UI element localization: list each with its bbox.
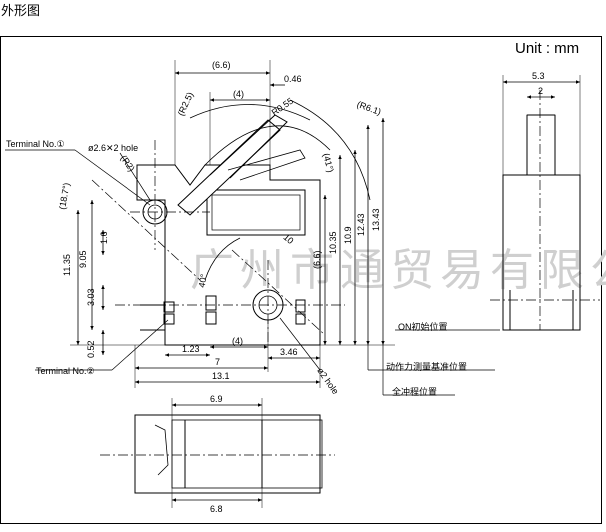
leader-lines bbox=[5, 149, 500, 396]
watermark: 广州市通贸易有限公司 bbox=[190, 245, 606, 296]
dim-1-6: 1.6 bbox=[99, 231, 109, 244]
dim-0-52: 0.52 bbox=[86, 340, 96, 358]
radius-arcs bbox=[189, 99, 371, 201]
dim-0-46: 0.46 bbox=[284, 74, 302, 84]
dim-11-35: 11.35 bbox=[62, 254, 72, 276]
hole-2-6x2-label: ø2.6✕2 hole bbox=[88, 143, 138, 153]
dim-10: 10 bbox=[281, 232, 295, 246]
dim-13-43: 13.43 bbox=[371, 208, 381, 231]
center-lines bbox=[91, 90, 600, 456]
dim-9-05: 9.05 bbox=[78, 250, 88, 268]
terminal-2-label: Terminal No.② bbox=[36, 366, 95, 376]
dim-13-1: 13.1 bbox=[212, 371, 230, 381]
dim-7: 7 bbox=[215, 357, 220, 367]
operating-force-label: 动作力测量基准位置 bbox=[386, 361, 467, 372]
dim-angle-41: (41°) bbox=[321, 152, 336, 174]
terminal-1-label: Terminal No.① bbox=[6, 139, 65, 149]
on-position-label: ON初始位置 bbox=[398, 321, 448, 332]
dim-angle-40: 40° bbox=[197, 273, 209, 289]
dim-3-03: 3.03 bbox=[86, 288, 96, 306]
dim-10-35: 10.35 bbox=[328, 231, 338, 254]
hole-2-label: ø2 hole bbox=[315, 366, 340, 396]
unit-label: Unit : mm bbox=[515, 40, 579, 57]
dim-side-5-3: 5.3 bbox=[532, 71, 545, 81]
bottom-view bbox=[134, 398, 323, 508]
dim-4-bottom: (4) bbox=[232, 336, 243, 346]
dim-r2-5: (R2.5) bbox=[176, 90, 196, 117]
dim-4-top: (4) bbox=[233, 89, 244, 99]
dim-3-46: 3.46 bbox=[280, 347, 298, 357]
dim-r0-55: R0.55 bbox=[270, 96, 295, 118]
dim-side-2: 2 bbox=[538, 86, 543, 96]
front-view bbox=[136, 114, 321, 346]
dim-bottom-6-8: 6.8 bbox=[210, 504, 223, 514]
page-title: 外形图 bbox=[1, 3, 41, 18]
dim-r2: (R2) bbox=[118, 153, 136, 173]
dim-bottom-6-9: 6.9 bbox=[210, 394, 223, 404]
drawing-frame bbox=[0, 36, 602, 524]
dim-10-9: 10.9 bbox=[343, 226, 353, 244]
dim-12-43: 12.43 bbox=[356, 213, 366, 236]
dim-1-23: 1.23 bbox=[182, 344, 200, 354]
side-view bbox=[502, 75, 581, 331]
dim-angle-18-7: (18.7°) bbox=[57, 182, 72, 210]
dim-6-6-vertical: (6.6) bbox=[312, 250, 322, 269]
dimension-lines bbox=[70, 60, 395, 388]
dim-6-6-top: (6.6) bbox=[212, 60, 231, 70]
dim-r6-1: (R6.1) bbox=[356, 99, 383, 117]
full-travel-label: 全冲程位置 bbox=[392, 386, 437, 397]
